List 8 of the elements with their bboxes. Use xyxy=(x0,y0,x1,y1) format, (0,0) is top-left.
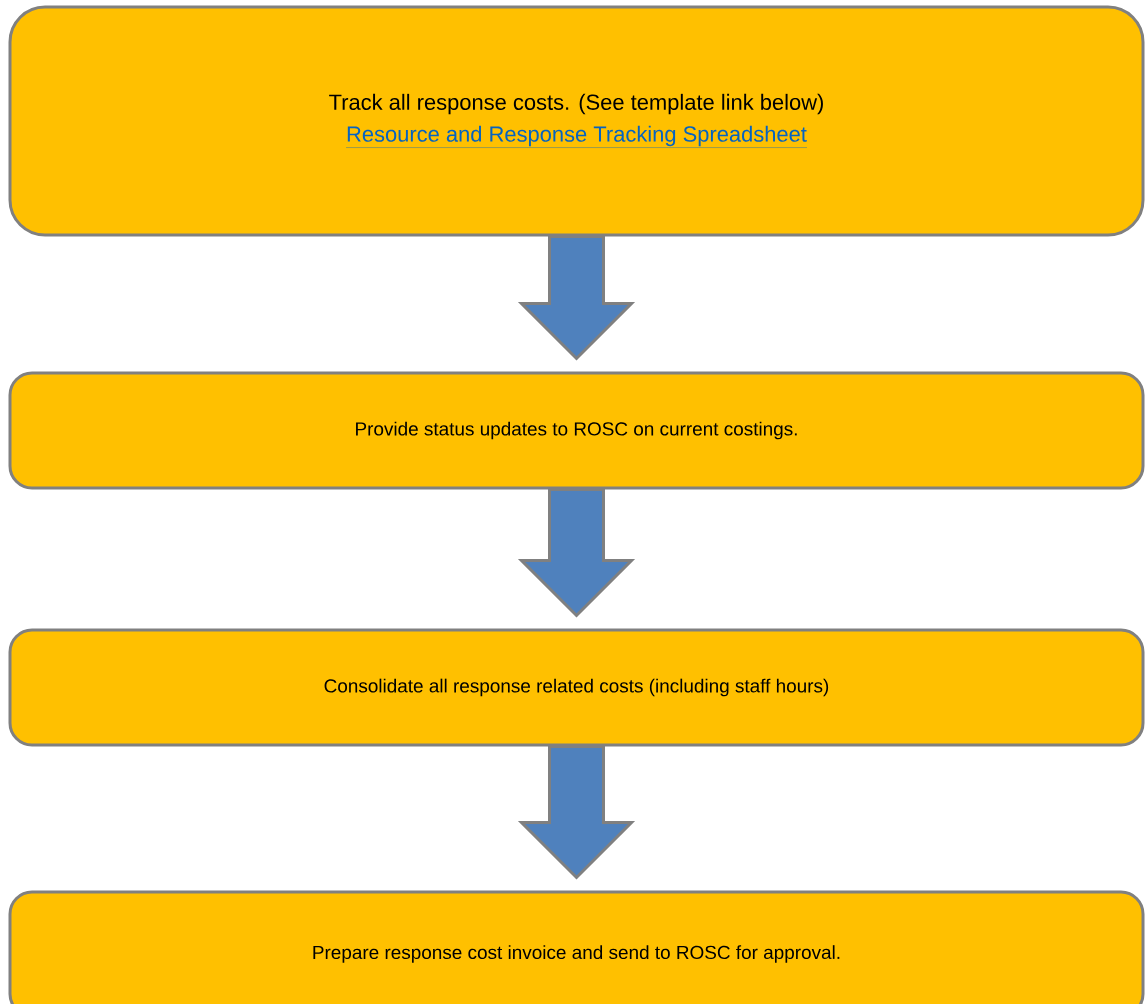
process-box: Provide status updates to ROSC on current costings. xyxy=(8,371,1145,490)
block-arrow xyxy=(517,235,636,361)
link: Resource and Response Tracking Spreadsheet xyxy=(345,125,808,148)
block-arrow xyxy=(517,488,636,618)
process-box: Prepare response cost invoice and send to ROSC for approval. xyxy=(8,890,1145,1004)
block-arrow xyxy=(517,745,636,880)
process-box: Track all response costs. (See template link below) Resource and Response Tracking Spreadsheet xyxy=(8,5,1145,237)
process-box: Consolidate all response related costs (including staff hours) xyxy=(8,628,1145,747)
